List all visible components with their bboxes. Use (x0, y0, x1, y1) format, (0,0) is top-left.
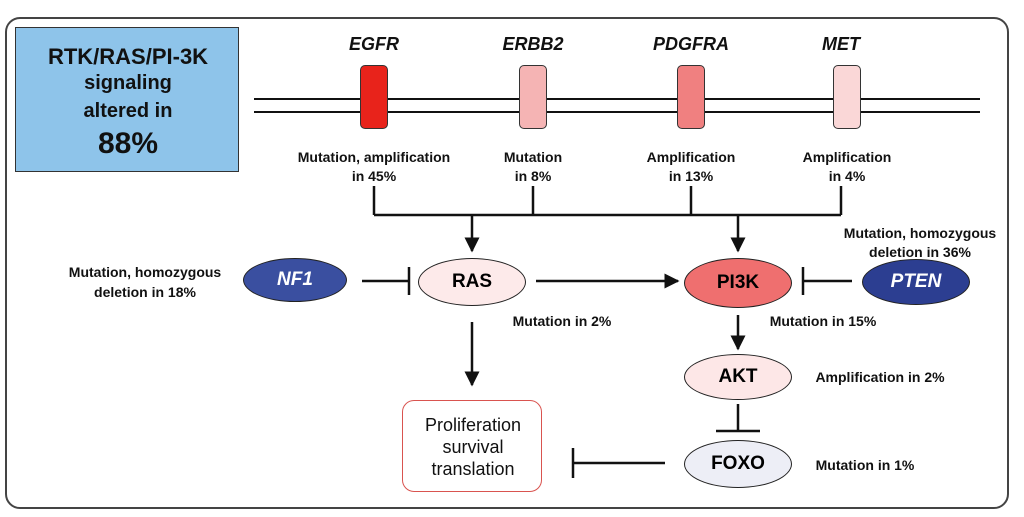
receptor-pdgfra-note-2: in 13% (668, 168, 714, 184)
receptor-egfr-name: EGFR (348, 34, 399, 54)
foxo-label: FOXO (711, 453, 765, 474)
akt-node: AKT (684, 354, 792, 400)
receptor-erbb2-name: ERBB2 (502, 34, 564, 54)
receptor-erbb2-block (519, 65, 547, 129)
pi3k-note: Mutation in 15% (769, 313, 877, 329)
receptor-erbb2-note-1: Mutation (503, 149, 563, 165)
pten-note-1: Mutation, homozygous (843, 225, 997, 241)
receptor-met-note-1: Amplification (802, 149, 892, 165)
title-line-2: signaling (84, 72, 172, 94)
receptor-pdgfra-note-1: Amplification (646, 149, 736, 165)
akt-label: AKT (718, 366, 758, 387)
pten-note-2: deletion in 36% (869, 244, 971, 260)
receptor-met-note-2: in 4% (828, 168, 866, 184)
ras-node: RAS (418, 258, 526, 306)
receptor-pdgfra-name: PDGFRA (653, 34, 729, 54)
outcome-line-2: survival (442, 437, 504, 457)
title-line-1: RTK/RAS/PI-3K (47, 44, 209, 69)
outcome-box: Proliferation survival translation (402, 400, 542, 492)
akt-note: Amplification in 2% (815, 369, 945, 385)
nf1-node: NF1 (243, 258, 347, 302)
foxo-note: Mutation in 1% (815, 457, 915, 473)
receptor-pdgfra-block (677, 65, 705, 129)
nf1-note-1: Mutation, homozygous (68, 264, 222, 280)
pi3k-label: PI3K (716, 272, 760, 293)
pten-node: PTEN (862, 259, 970, 305)
nf1-label: NF1 (277, 269, 313, 290)
ras-note: Mutation in 2% (512, 313, 612, 329)
pten-label: PTEN (890, 271, 942, 292)
nf1-note-2: deletion in 18% (94, 284, 196, 300)
pi3k-node: PI3K (684, 258, 792, 308)
outcome-line-3: translation (431, 459, 515, 479)
receptor-egfr-note-2: in 45% (351, 168, 397, 184)
ras-label: RAS (451, 271, 493, 292)
outcome-line-1: Proliferation (424, 415, 522, 435)
title-box: RTK/RAS/PI-3K signaling altered in 88% (15, 27, 239, 172)
title-percent: 88% (97, 127, 159, 160)
receptor-met-name: MET (822, 34, 860, 54)
receptor-egfr-block (360, 65, 388, 129)
receptor-met-block (833, 65, 861, 129)
receptor-erbb2-note-2: in 8% (514, 168, 552, 184)
foxo-node: FOXO (684, 440, 792, 488)
title-line-3: altered in (83, 100, 173, 122)
receptor-egfr-note-1: Mutation, amplification (297, 149, 451, 165)
outer-frame (5, 17, 1009, 509)
